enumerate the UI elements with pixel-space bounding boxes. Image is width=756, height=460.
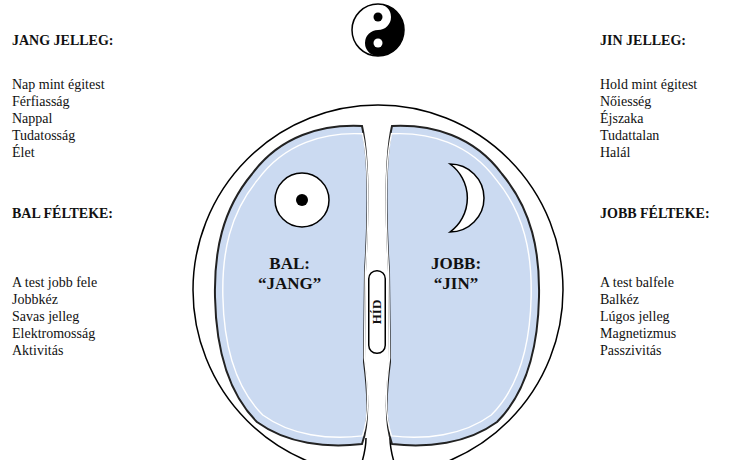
property-item: Nappal [12,111,52,127]
yin-yang-symbol [352,4,404,56]
hemisphere-label: BAL: “JANG” [258,254,321,294]
column-heading: JOBB FÉLTEKE: [600,206,710,222]
column-heading: BAL FÉLTEKE: [12,206,113,222]
brain-stem [362,438,394,460]
property-item: A test balfele [600,275,674,291]
property-item: A test jobb fele [12,275,97,291]
property-item: Élet [12,145,35,161]
property-item: Férfiasság [12,94,70,110]
property-item: Elektromosság [12,326,95,342]
property-item: Magnetizmus [600,326,676,342]
left-hemisphere: BAL: “JANG” [212,122,372,448]
property-item: Halál [600,145,630,161]
property-item: Éjszaka [600,111,644,127]
property-item: Tudatosság [12,128,75,144]
property-item: Nap mint égitest [12,77,105,93]
property-item: Jobbkéz [12,292,58,308]
property-item: Tudattalan [600,128,659,144]
bridge: HÍD [368,270,386,354]
property-item: Aktivitás [12,343,63,359]
column-heading: JIN JELLEG: [600,33,686,49]
column-heading: JANG JELLEG: [12,33,114,49]
property-item: Lúgos jelleg [600,309,670,325]
right-hemisphere: JOBB: “JIN” [382,122,542,448]
property-item: Nőiesség [600,94,651,110]
bridge-label: HÍD [370,300,384,325]
property-item: Hold mint égitest [600,77,697,93]
property-item: Savas jelleg [12,309,79,325]
head-outline [193,105,563,460]
property-item: Balkéz [600,292,639,308]
hemisphere-label: JOBB: “JIN” [431,254,481,294]
property-item: Passzivitás [600,343,661,359]
